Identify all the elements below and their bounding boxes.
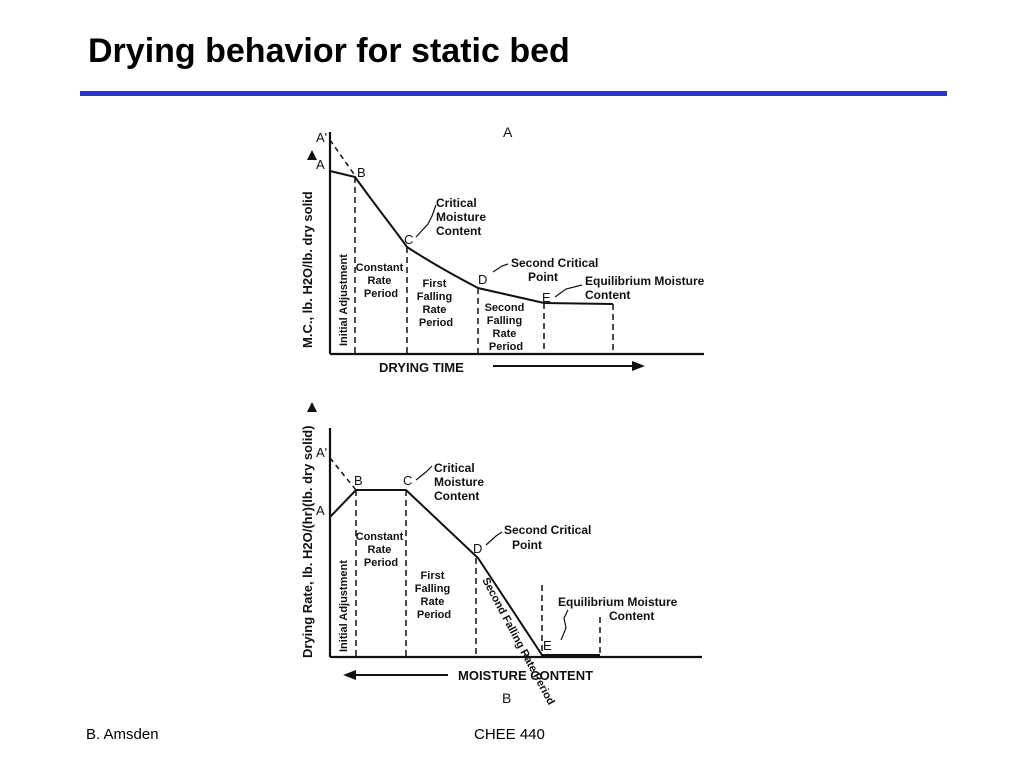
- footer-course: CHEE 440: [474, 726, 545, 743]
- top-region-constant: Constant Rate Period: [356, 262, 407, 300]
- bottom-y-axis-label: Drying Rate, lb. H2O/(hr)(lb. dry solid): [300, 425, 315, 658]
- diagram-bottom: Drying Rate, lb. H2O/(hr)(lb. dry solid)…: [300, 402, 702, 707]
- bottom-y-axis-arrow: [307, 402, 317, 412]
- top-region-first-falling: First Falling Rate Period: [417, 278, 456, 329]
- top-point-d: D: [478, 272, 487, 287]
- bottom-region-constant: Constant Rate Period: [356, 531, 407, 569]
- bottom-region-first-falling: First Falling Rate Period: [415, 570, 454, 621]
- top-critical-annotation: Critical Moisture Content: [436, 196, 489, 238]
- slide-title: Drying behavior for static bed: [88, 32, 570, 70]
- bottom-point-c: C: [403, 473, 412, 488]
- bottom-critical-leader: [415, 465, 433, 481]
- top-second-critical-leader: [492, 263, 509, 273]
- top-region-second-falling: Second Falling Rate Period: [485, 302, 528, 353]
- bottom-equilibrium-annotation: Equilibrium Moisture Content: [558, 595, 681, 623]
- bottom-region-initial: Initial Adjustment: [338, 560, 350, 652]
- panel-label-a: A: [503, 124, 513, 140]
- top-y-axis-arrow: [307, 150, 317, 160]
- top-y-axis-label: M.C., lb. H2O/lb. dry solid: [300, 191, 315, 348]
- top-critical-leader: [415, 204, 437, 238]
- bottom-x-arrow-head: [343, 670, 356, 680]
- top-second-critical-annotation: Second Critical Point: [511, 256, 602, 284]
- top-region-initial: Initial Adjustment: [338, 254, 350, 346]
- title-divider: [80, 91, 947, 96]
- bottom-point-e: E: [543, 638, 552, 653]
- bottom-equilibrium-leader: [560, 609, 569, 641]
- bottom-critical-annotation: Critical Moisture Content: [434, 461, 487, 503]
- top-x-arrow-head: [632, 361, 645, 371]
- bottom-x-axis-label: MOISTURE CONTENT: [458, 668, 593, 683]
- top-equilibrium-leader: [554, 284, 583, 298]
- top-point-b: B: [357, 165, 366, 180]
- bottom-rate-curve: [329, 489, 600, 656]
- top-point-e: E: [542, 290, 551, 305]
- footer-author: B. Amsden: [86, 726, 159, 743]
- diagram-top: A M.C., lb. H2O/lb. dry solid DRYING TIM…: [300, 124, 708, 375]
- top-x-axis-label: DRYING TIME: [379, 360, 464, 375]
- bottom-point-a: A: [316, 503, 325, 518]
- bottom-second-critical-annotation: Second Critical Point: [504, 523, 595, 552]
- top-dashed-a-prime: [329, 139, 357, 178]
- bottom-point-a-prime: A': [316, 445, 327, 460]
- bottom-point-b: B: [354, 473, 363, 488]
- bottom-second-critical-leader: [485, 531, 503, 546]
- bottom-point-d: D: [473, 541, 482, 556]
- top-equilibrium-annotation: Equilibrium Moisture Content: [585, 274, 708, 302]
- top-point-a-prime: A': [316, 130, 327, 145]
- panel-label-b: B: [502, 690, 511, 706]
- top-point-a: A: [316, 157, 325, 172]
- bottom-dashed-a-prime: [329, 457, 357, 491]
- top-point-c: C: [404, 232, 413, 247]
